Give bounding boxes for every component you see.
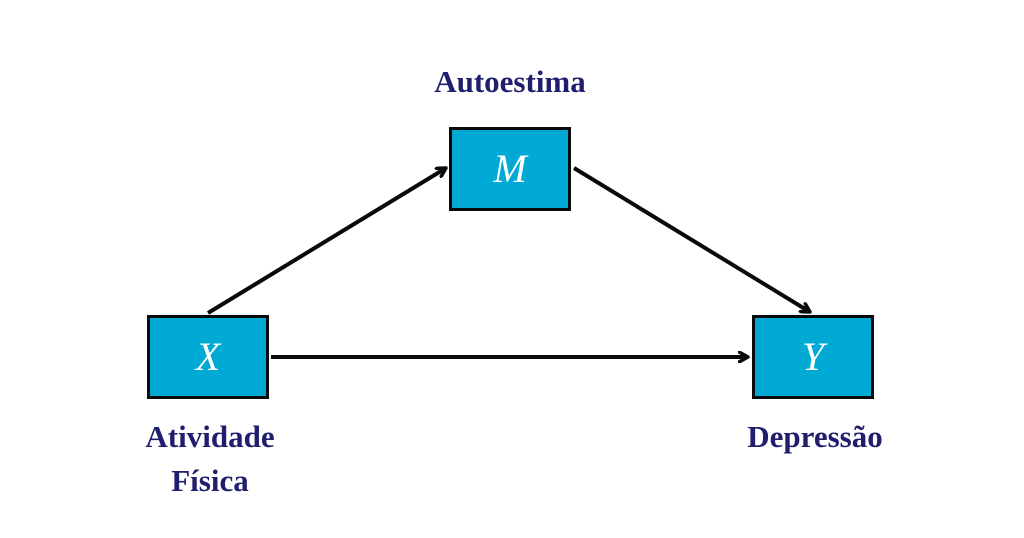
dependent-box: Y bbox=[752, 315, 874, 399]
independent-box: X bbox=[147, 315, 269, 399]
mediator-symbol: M bbox=[493, 146, 527, 191]
independent-label-line2: Física bbox=[171, 463, 249, 498]
dependent-label: Depressão bbox=[720, 415, 910, 459]
independent-label: Atividade Física bbox=[110, 415, 310, 503]
arrow-x-to-m bbox=[206, 168, 446, 315]
independent-symbol: X bbox=[195, 334, 221, 379]
mediator-label-text: Autoestima bbox=[434, 64, 586, 99]
mediator-label: Autoestima bbox=[395, 60, 625, 104]
independent-label-line1: Atividade bbox=[145, 419, 275, 454]
dependent-symbol: Y bbox=[801, 334, 825, 379]
dependent-label-text: Depressão bbox=[747, 419, 883, 454]
arrow-m-to-y bbox=[572, 166, 810, 312]
mediator-box: M bbox=[449, 127, 571, 211]
